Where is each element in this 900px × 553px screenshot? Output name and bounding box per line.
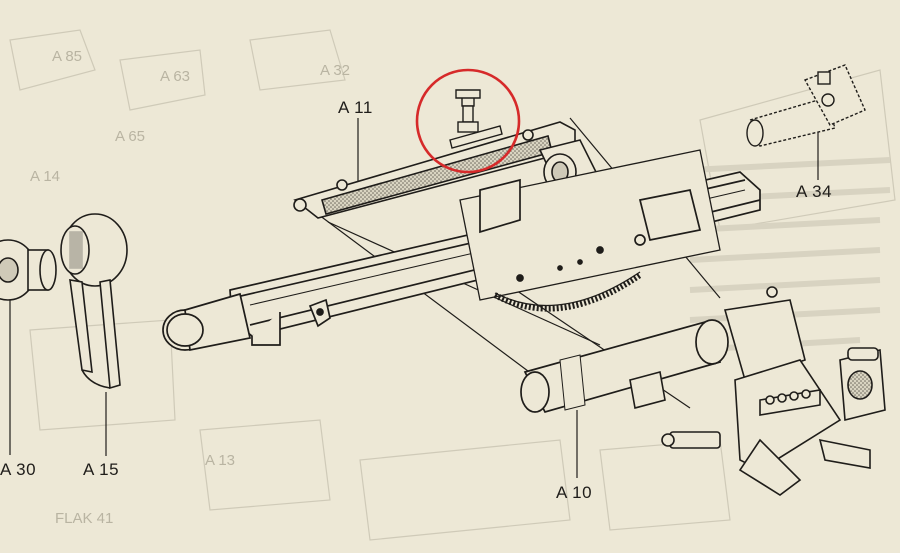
label-a15: A 15 [83, 460, 120, 479]
clip-a34 [746, 64, 866, 147]
label-a10: A 10 [556, 483, 593, 502]
label-a30: A 30 [0, 460, 37, 479]
carriage-cradle [629, 286, 886, 496]
roller-a15 [60, 213, 128, 390]
label-a11: A 11 [338, 98, 373, 117]
ghost-label-a13: A 13 [205, 452, 236, 469]
sight-post [449, 89, 503, 149]
ghost-label-a32: A 32 [320, 62, 351, 79]
label-a34: A 34 [796, 182, 833, 201]
ghost-label-a85: A 85 [52, 48, 83, 65]
traverse-gear [493, 272, 642, 312]
roller-a30 [0, 239, 57, 301]
sight-rail-a11 [293, 121, 602, 219]
ghost-label-a65: A 65 [115, 128, 146, 145]
ghost-label-flak: FLAK 41 [55, 510, 114, 527]
ghost-label-a14: A 14 [30, 168, 61, 185]
highlight-circle [415, 68, 521, 174]
leader-lines [9, 117, 819, 478]
ghost-label-a63: A 63 [160, 68, 191, 85]
cylinder-a10 [520, 319, 729, 414]
receiver-body [162, 149, 761, 352]
bleed-through-shapes [9, 29, 896, 541]
